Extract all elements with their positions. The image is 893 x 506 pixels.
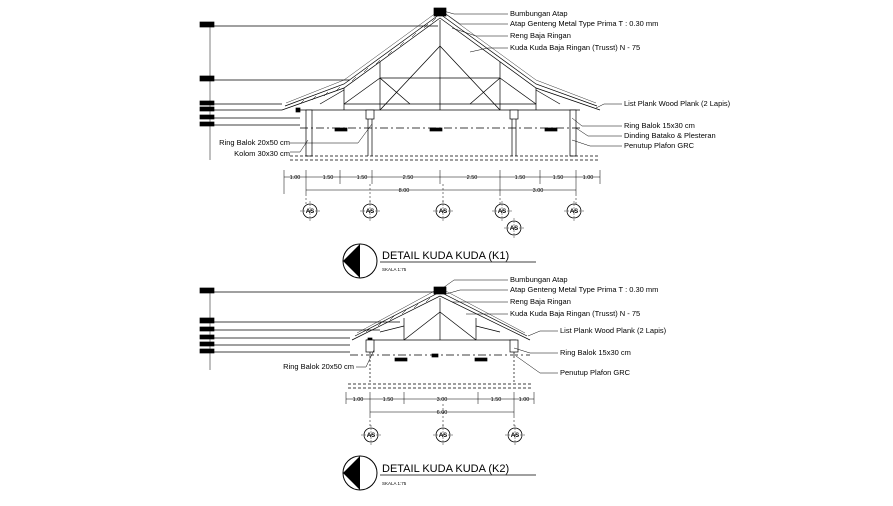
dim-k1-total-left: 8.00 — [399, 188, 410, 194]
title-block-k1: DETAIL KUDA KUDA (K1) SKALA 1:75 — [342, 243, 536, 279]
title-block-k2: DETAIL KUDA KUDA (K2) SKALA 1:75 — [342, 455, 536, 491]
axis-marker: AS — [492, 201, 512, 221]
scale-k2: SKALA 1:75 — [382, 481, 407, 486]
svg-text:AS: AS — [439, 209, 447, 215]
labels-k2: Bumbungan Atap Atap Genteng Metal Type P… — [283, 275, 667, 377]
title-k1: DETAIL KUDA KUDA (K1) — [382, 250, 509, 262]
label-k1-ring-balok: Ring Balok 15x30 cm — [624, 121, 695, 130]
label-k2-atap: Atap Genteng Metal Type Prima T : 0.30 m… — [510, 285, 658, 294]
svg-text:AS: AS — [306, 209, 314, 215]
dim-k2-2: 1.50 — [383, 397, 394, 403]
title-k2: DETAIL KUDA KUDA (K2) — [382, 463, 509, 475]
leaders-k1 — [290, 9, 622, 153]
axis-marker: AS — [564, 201, 584, 221]
dim-texts-k1: 1.00 1.50 1.50 2.50 2.50 1.50 1.50 1.00 … — [290, 175, 594, 194]
structure-k1 — [290, 109, 600, 161]
label-k2-plafon: Penutup Plafon GRC — [560, 368, 631, 377]
dim-texts-k2: 1.00 1.50 3.00 1.50 1.00 6.00 — [353, 397, 530, 416]
axis-marker: AS — [505, 425, 525, 445]
label-k2-list-plank: List Plank Wood Plank (2 Lapis) — [560, 326, 667, 335]
axis-marker: AS — [433, 201, 453, 221]
svg-text:AS: AS — [498, 209, 506, 215]
dim-k1-4: 2.50 — [403, 175, 414, 181]
label-k1-kolom: Kolom 30x30 cm — [234, 149, 290, 158]
label-k1-reng: Reng Baja Ringan — [510, 31, 571, 40]
dimensions-k1 — [283, 170, 601, 206]
dim-k1-5: 2.50 — [467, 175, 478, 181]
svg-text:AS: AS — [366, 209, 374, 215]
dim-k1-8: 1.00 — [583, 175, 594, 181]
label-k2-reng: Reng Baja Ringan — [510, 297, 571, 306]
svg-text:AS: AS — [439, 433, 447, 439]
label-k2-ring-balok: Ring Balok 15x30 cm — [560, 348, 631, 357]
label-k2-bumbungan: Bumbungan Atap — [510, 275, 568, 284]
svg-text:AS: AS — [511, 433, 519, 439]
axis-markers-k1: AS AS AS AS AS — [300, 201, 584, 238]
label-k1-list-plank: List Plank Wood Plank (2 Lapis) — [624, 99, 731, 108]
label-k2-kuda-kuda: Kuda Kuda Baja Ringan (Trusst) N - 75 — [510, 309, 640, 318]
label-k1-dinding: Dinding Batako & Plesteran — [624, 131, 716, 140]
dimensions-k2 — [345, 392, 535, 428]
dim-k1-1: 1.00 — [290, 175, 301, 181]
dim-k1-7: 1.50 — [553, 175, 564, 181]
dim-k1-2: 1.50 — [323, 175, 334, 181]
svg-text:AS: AS — [570, 209, 578, 215]
dim-k2-3: 3.00 — [437, 397, 448, 403]
detail-k2 — [199, 286, 535, 428]
truss-k2 — [366, 298, 516, 341]
axis-marker: AS — [300, 201, 320, 221]
label-k1-plafon: Penutup Plafon GRC — [624, 141, 695, 150]
detail-k1 — [199, 7, 601, 206]
axis-marker: AS — [504, 218, 524, 238]
label-k1-bumbungan: Bumbungan Atap — [510, 9, 568, 18]
label-k1-kuda-kuda: Kuda Kuda Baja Ringan (Trusst) N - 75 — [510, 43, 640, 52]
axis-marker: AS — [360, 201, 380, 221]
label-k2-ring-balok-left: Ring Balok 20x50 cm — [283, 362, 354, 371]
dim-k2-5: 1.00 — [519, 397, 530, 403]
axis-markers-k2: AS AS AS — [361, 425, 525, 445]
level-marks-k1 — [199, 21, 438, 160]
dim-k1-6: 1.50 — [515, 175, 526, 181]
label-k1-atap: Atap Genteng Metal Type Prima T : 0.30 m… — [510, 19, 658, 28]
svg-text:AS: AS — [367, 433, 375, 439]
svg-text:AS: AS — [510, 226, 518, 232]
labels-k1: Bumbungan Atap Atap Genteng Metal Type P… — [219, 9, 731, 158]
roof-k2 — [351, 286, 531, 343]
scale-k1: SKALA 1:75 — [382, 267, 407, 272]
axis-marker: AS — [361, 425, 381, 445]
dim-k2-4: 1.50 — [491, 397, 502, 403]
dim-k2-total: 6.00 — [437, 410, 448, 416]
axis-marker: AS — [433, 425, 453, 445]
level-marks-k2 — [199, 287, 438, 370]
structure-k2 — [348, 339, 532, 389]
truss-k1 — [300, 20, 580, 111]
dim-k2-1: 1.00 — [353, 397, 364, 403]
dim-k1-3: 1.50 — [357, 175, 368, 181]
dim-k1-total-right: 3.00 — [533, 188, 544, 194]
label-k1-ring-balok-left: Ring Balok 20x50 cm — [219, 138, 290, 147]
leaders-k2 — [356, 279, 558, 374]
